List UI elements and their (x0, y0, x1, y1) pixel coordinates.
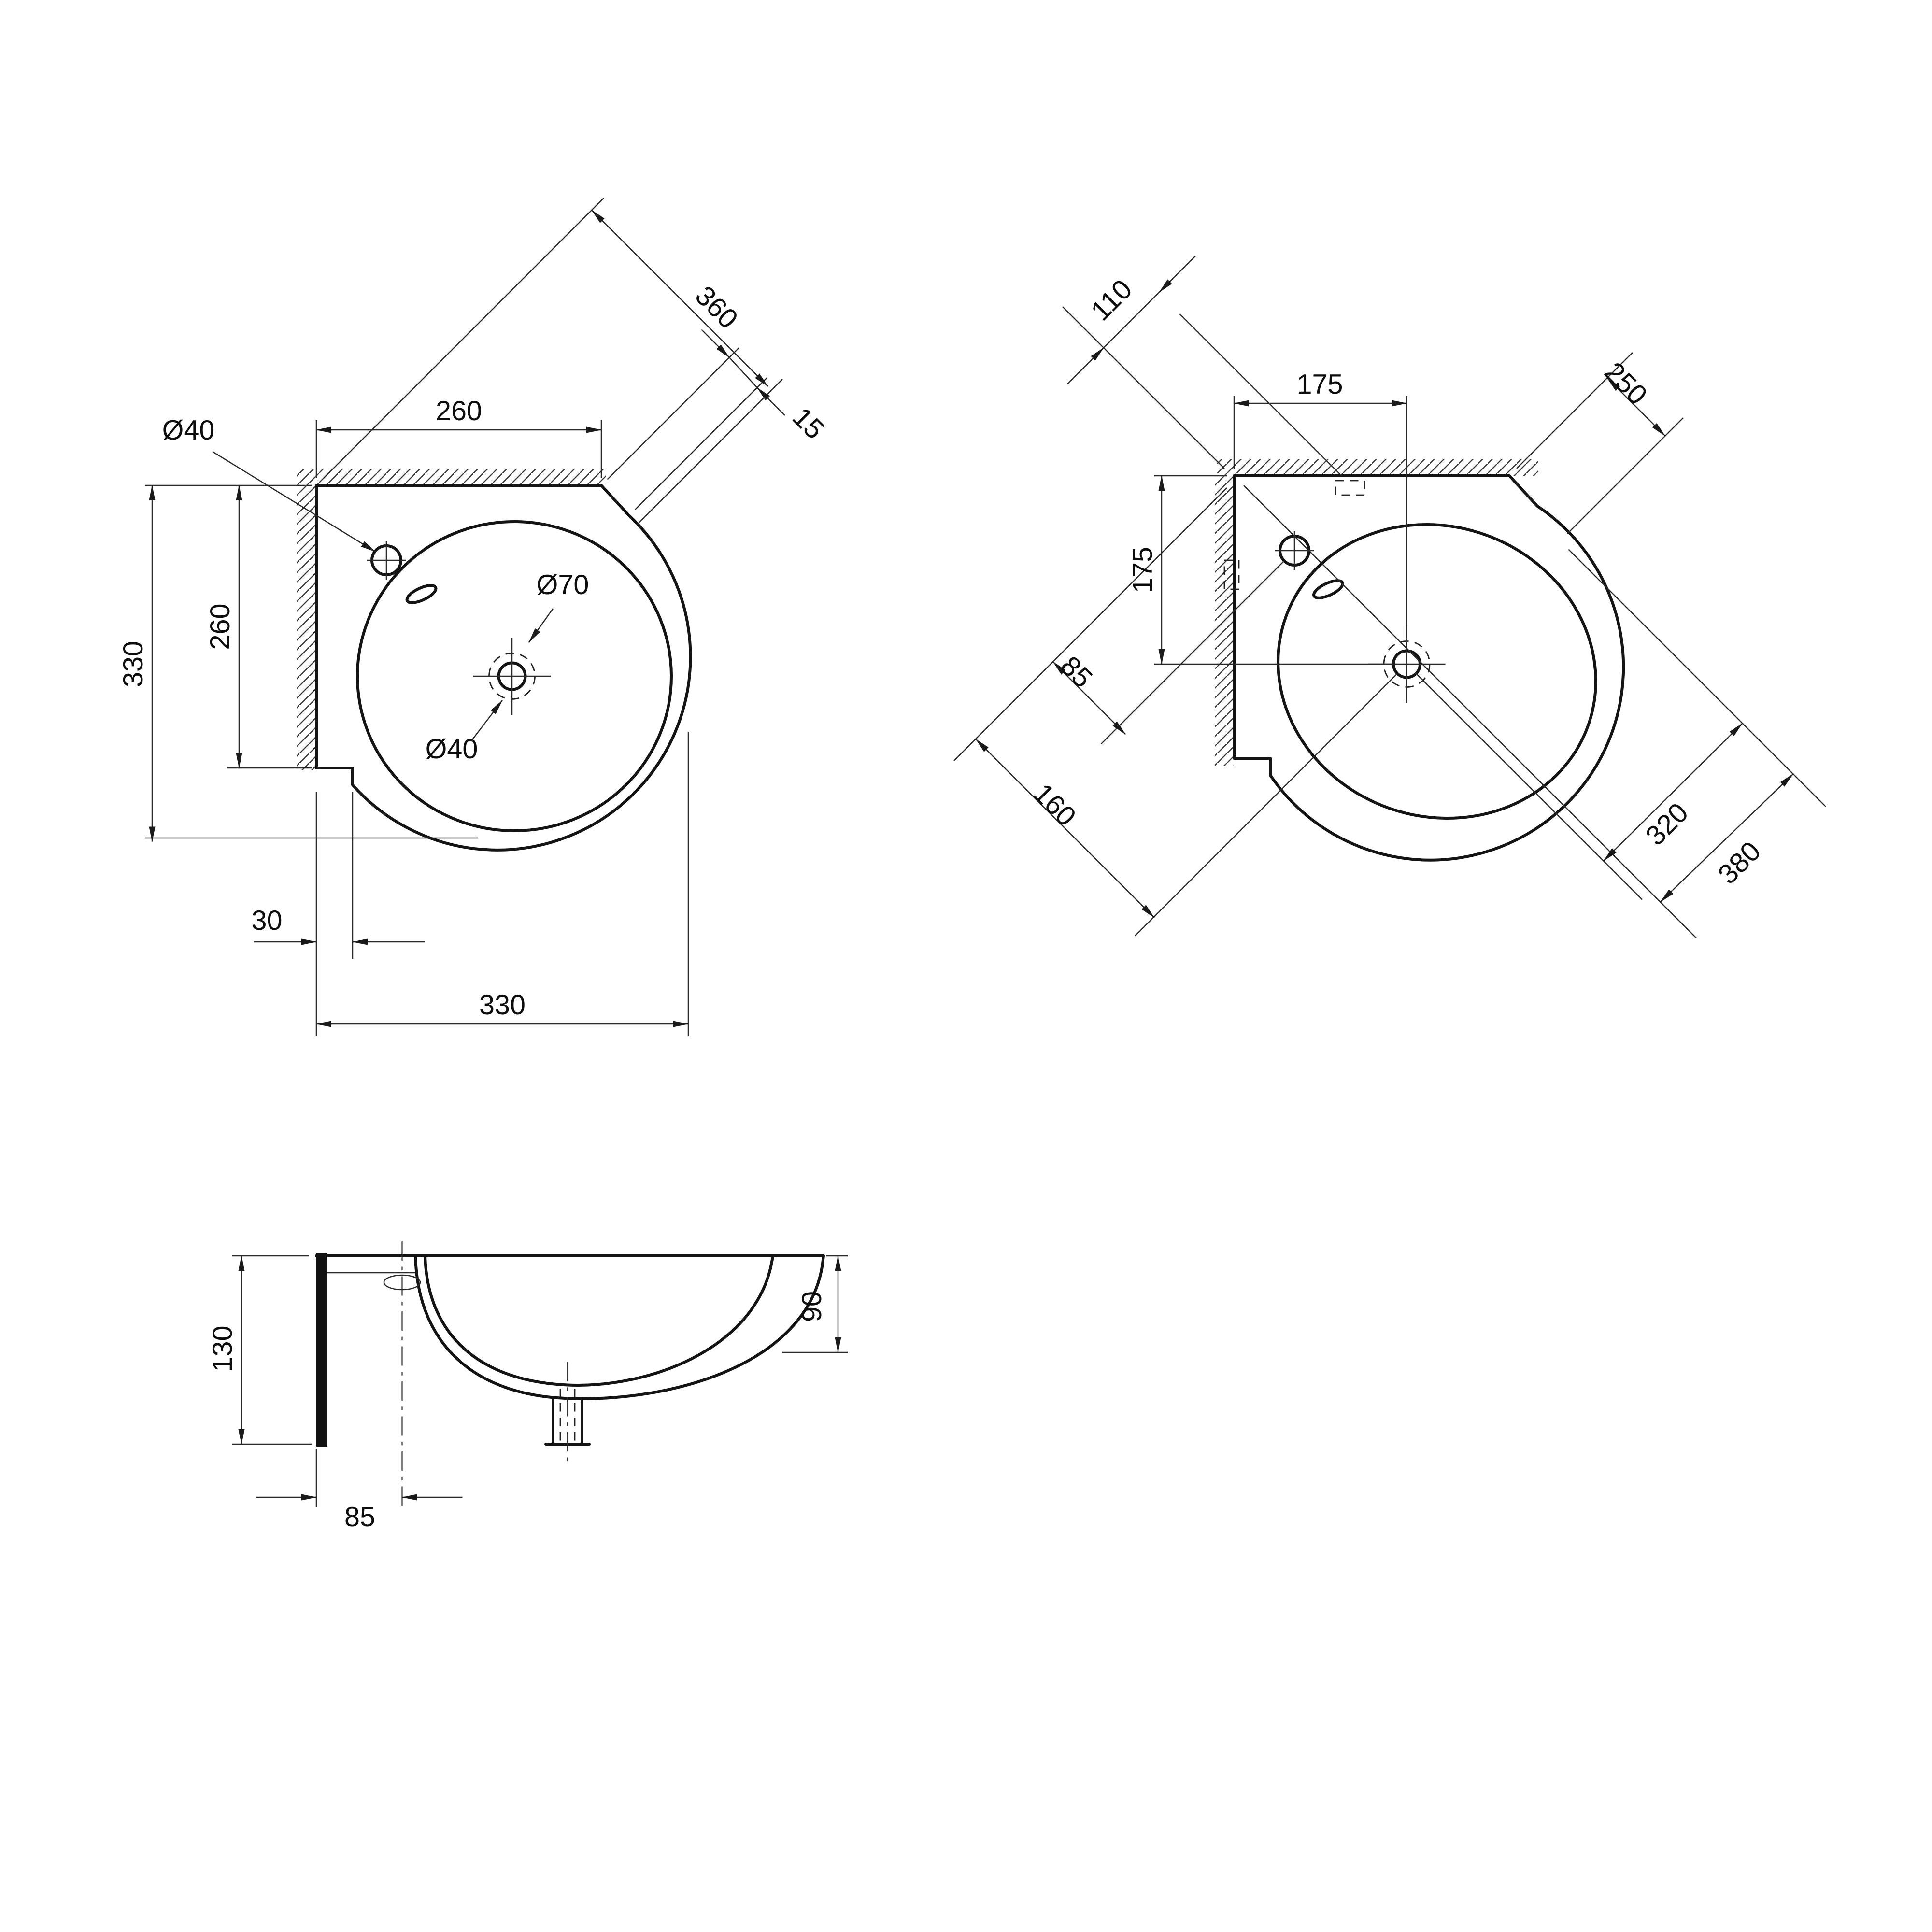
front-edge (821, 1254, 825, 1267)
side-view: 130 90 85 (207, 1241, 848, 1533)
dim-label-dia40-drain: Ø40 (426, 734, 478, 765)
overflow-slot (405, 584, 438, 604)
top-view: 260 360 15 Ø40 330 260 Ø70 Ø40 30 330 (118, 198, 830, 1036)
dim-label-160: 160 (1027, 778, 1082, 832)
wall-hatch-top (1217, 459, 1538, 476)
dim-label-330-left: 330 (118, 641, 149, 687)
dim-label-85: 85 (1054, 650, 1098, 694)
sink-outline (315, 484, 692, 852)
dim-label-15: 15 (786, 401, 830, 445)
dim-label-130: 130 (207, 1326, 238, 1372)
bowl-outer-profile (414, 1254, 824, 1400)
dim-label-90: 90 (796, 1291, 827, 1322)
dim-label-dia70: Ø70 (537, 569, 589, 600)
overflow-slot (1312, 579, 1344, 599)
dim-label-360: 360 (689, 280, 744, 335)
mounting-hole-top (1335, 480, 1365, 496)
dim-label-250: 250 (1598, 356, 1653, 411)
corner-view: 110 175 250 175 85 160 320 380 (953, 256, 1826, 939)
side-view-dimension-lines (238, 1255, 841, 1501)
drain-stub (544, 1362, 591, 1466)
dim-label-30: 30 (252, 905, 283, 936)
dim-label-260-top: 260 (436, 396, 482, 426)
dim-label-260-left: 260 (205, 604, 236, 650)
bowl-rim (1277, 523, 1597, 820)
corner-view-dimension-lines (975, 256, 1794, 918)
top-view-dimension-lines (149, 210, 785, 1027)
dim-label-175-left: 175 (1127, 547, 1158, 593)
bowl-rim (356, 520, 673, 832)
dim-label-110: 110 (1085, 274, 1138, 327)
back-wall (316, 1253, 327, 1447)
mounting-hole-left (1223, 559, 1240, 590)
dim-label-320: 320 (1640, 797, 1694, 852)
dim-label-175-top: 175 (1297, 369, 1343, 400)
corner-view-extension-lines (953, 306, 1826, 939)
wall-hatch-left (297, 485, 316, 770)
bowl-inner-profile (424, 1254, 774, 1387)
dim-label-85-side: 85 (344, 1502, 375, 1533)
wall-hatch-top (297, 469, 606, 485)
dim-label-330-bottom: 330 (479, 990, 526, 1021)
dim-label-dia40-faucet: Ø40 (162, 415, 215, 446)
